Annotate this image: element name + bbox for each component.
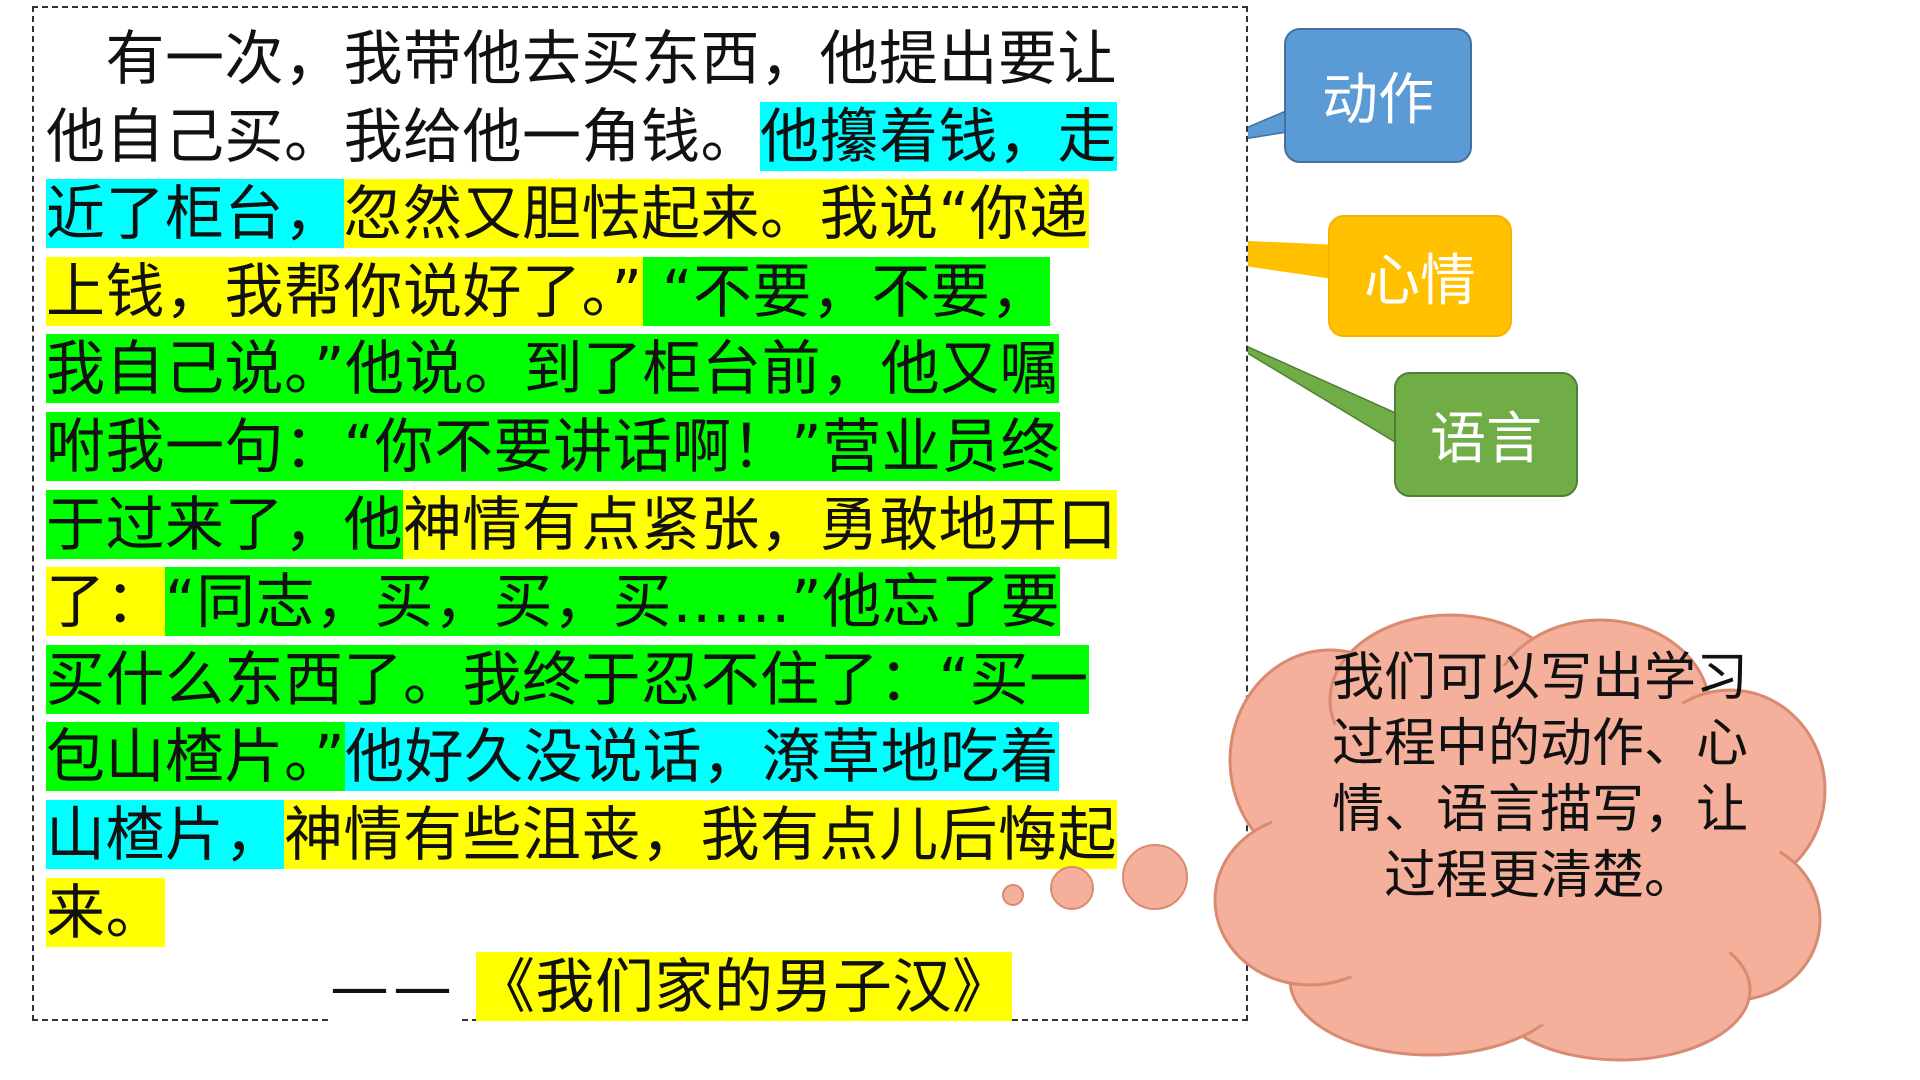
passage-segment-cyan: 近了柜台， xyxy=(46,179,344,249)
passage-segment-yellow: 了： xyxy=(46,567,166,637)
passage-segment-green: 咐我一句：“你不要讲话啊！”营业员终 xyxy=(46,412,1061,481)
passage-line: 他自己买。我给他一角钱。他攥着钱，走 xyxy=(46,98,1118,176)
cloud-note: 我们可以写出学习过程中的动作、心情、语言描写，让过程更清楚。 xyxy=(1331,648,1748,906)
passage-segment-yellow: 来。 xyxy=(46,877,166,947)
passage-line: 山楂片，神情有些沮丧，我有点儿后悔起 xyxy=(46,796,1118,874)
passage-segment-green: 买什么东西了。我终于忍不住了：“买一 xyxy=(46,644,1089,714)
passage-line: 我自己说。”他说。到了柜台前，他又嘱 xyxy=(46,330,1060,408)
source-dash: —— xyxy=(330,952,462,1021)
passage-line: 了：“同志，买，买，买……”他忘了要 xyxy=(46,563,1061,641)
passage-line: 近了柜台，忽然又胆怯起来。我说“你递 xyxy=(46,175,1089,253)
passage-segment-cyan: 山楂片， xyxy=(46,800,285,869)
speech-callout-label: 语言 xyxy=(1430,407,1542,472)
cloud-bubble-medium xyxy=(1050,866,1094,910)
passage-line: 买什么东西了。我终于忍不住了：“买一 xyxy=(46,641,1089,719)
passage-segment-green: “不要，不要， xyxy=(642,256,1050,326)
passage-segment-cyan: 他好久没说话，潦草地吃着 xyxy=(345,722,1060,792)
action-callout-label: 动作 xyxy=(1322,68,1434,133)
passage-segment-green: 我自己说。”他说。到了柜台前，他又嘱 xyxy=(46,334,1060,404)
cloud-bubble-large xyxy=(1122,844,1188,910)
passage-line: 上钱，我帮你说好了。” “不要，不要， xyxy=(46,253,1050,331)
source-line: ——《我们家的男子汉》 xyxy=(330,948,1012,1026)
mood-callout: 心情 xyxy=(1328,215,1512,337)
passage-line: 包山楂片。”他好久没说话，潦草地吃着 xyxy=(46,718,1060,796)
passage-segment-none: 他自己买。我给他一角钱。 xyxy=(46,101,761,171)
action-callout: 动作 xyxy=(1284,28,1472,163)
passage-segment-yellow: 神情有点紧张，勇敢地开口 xyxy=(403,489,1118,559)
passage-line: 于过来了，他神情有点紧张，勇敢地开口 xyxy=(46,486,1118,564)
passage-line: 来。 xyxy=(46,874,166,952)
passage-segment-green: “同志，买，买，买……”他忘了要 xyxy=(165,567,1061,637)
mood-callout-label: 心情 xyxy=(1364,248,1476,314)
passage-segment-none: 有一次，我带他去买东西，他提出要让 xyxy=(46,24,1118,93)
passage-line: 咐我一句：“你不要讲话啊！”营业员终 xyxy=(46,408,1061,486)
passage-segment-yellow: 上钱，我帮你说好了。” xyxy=(46,256,643,326)
passage-segment-cyan: 他攥着钱，走 xyxy=(760,101,1118,171)
cloud-bubble-small xyxy=(1002,884,1024,906)
passage-segment-yellow: 神情有些沮丧，我有点儿后悔起 xyxy=(284,800,1118,869)
source-title: 《我们家的男子汉》 xyxy=(476,952,1012,1021)
passage-segment-green: 包山楂片。” xyxy=(46,722,346,792)
cloud-fill xyxy=(1270,665,1780,1025)
passage-segment-yellow: 忽然又胆怯起来。我说“你递 xyxy=(343,179,1089,249)
passage-line: 有一次，我带他去买东西，他提出要让 xyxy=(46,20,1117,98)
passage-segment-green: 于过来了，他 xyxy=(46,489,404,559)
speech-callout: 语言 xyxy=(1394,372,1578,497)
